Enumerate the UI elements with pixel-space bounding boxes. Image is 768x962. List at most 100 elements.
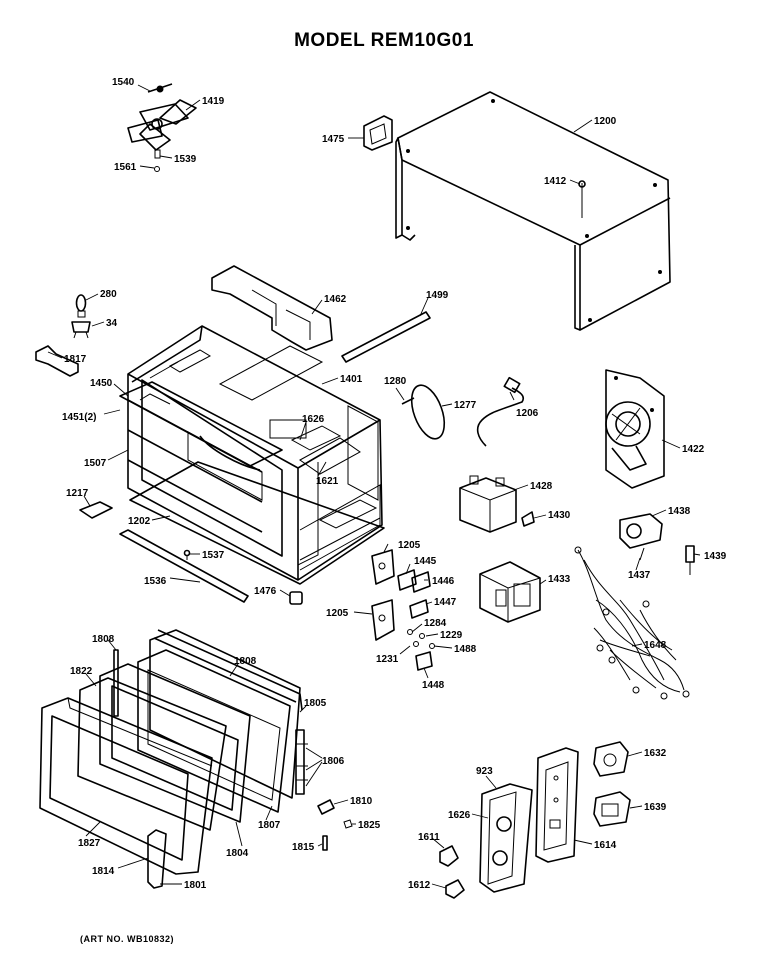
- transformer: [479, 561, 541, 623]
- callout-1611: 1611: [418, 832, 440, 843]
- timer-1632: [593, 741, 629, 777]
- callout-923: 923: [476, 766, 493, 777]
- callout-1814: 1814: [92, 866, 115, 877]
- diagram-title: MODEL REM10G01: [294, 30, 474, 51]
- knob-1611: [439, 845, 459, 867]
- door-hinge-strip: [113, 649, 119, 717]
- callout-1626b: 1626: [448, 810, 471, 821]
- air-duct: [211, 265, 333, 351]
- outer-case: [395, 91, 671, 331]
- interlock-switch-upper: [371, 549, 395, 585]
- callout-1801: 1801: [184, 880, 207, 891]
- callout-34: 34: [106, 318, 118, 329]
- callout-1537: 1537: [202, 550, 225, 561]
- callout-1476: 1476: [254, 586, 277, 597]
- callout-1817: 1817: [64, 354, 87, 365]
- callout-1430: 1430: [548, 510, 571, 521]
- callout-1401: 1401: [340, 374, 363, 385]
- knob-1612: [445, 879, 465, 899]
- hinge-bracket: [363, 115, 393, 151]
- fan-blade-assembly: [127, 83, 197, 172]
- callout-1200: 1200: [594, 116, 617, 127]
- callout-1621: 1621: [316, 476, 339, 487]
- callout-1284: 1284: [424, 618, 447, 629]
- callout-1280: 1280: [384, 376, 407, 387]
- callout-1488: 1488: [454, 644, 477, 655]
- door-panel: [137, 649, 291, 813]
- oven-cavity: [127, 325, 383, 581]
- callout-1475: 1475: [322, 134, 345, 145]
- lamp-bracket: [35, 345, 79, 377]
- callout-1805: 1805: [304, 698, 327, 709]
- callout-1806: 1806: [322, 756, 345, 767]
- callout-1277: 1277: [454, 400, 477, 411]
- high-voltage-capacitor: [459, 475, 517, 533]
- waveguide-cover: [401, 384, 446, 440]
- callout-1539: 1539: [174, 154, 197, 165]
- door-seal: [149, 629, 301, 799]
- callout-1561: 1561: [114, 162, 137, 173]
- callout-1433: 1433: [548, 574, 571, 585]
- callout-1648: 1648: [644, 640, 667, 651]
- callout-1499: 1499: [426, 290, 449, 301]
- callout-1804: 1804: [226, 848, 249, 859]
- callout-1626a: 1626: [302, 414, 325, 425]
- callout-1807: 1807: [258, 820, 281, 831]
- callout-1202: 1202: [128, 516, 151, 527]
- callout-1822: 1822: [70, 666, 93, 677]
- fuse: [685, 545, 695, 575]
- blower-assembly: [605, 369, 665, 489]
- door-gasket: [153, 629, 303, 711]
- small-parts-1284: [407, 629, 435, 649]
- callout-1540: 1540: [112, 77, 135, 88]
- wire-harness: [574, 546, 690, 700]
- capacitor-clamp: [521, 511, 535, 527]
- callout-1639: 1639: [644, 802, 667, 813]
- callout-1536: 1536: [144, 576, 167, 587]
- callout-1448: 1448: [422, 680, 445, 691]
- door-outer-frame: [39, 697, 213, 875]
- door-handle: [147, 829, 167, 889]
- callout-1827: 1827: [78, 838, 101, 849]
- switch-1447: [409, 599, 429, 619]
- control-board: [535, 747, 579, 863]
- callout-1446: 1446: [432, 576, 455, 587]
- latch-lever: [317, 799, 335, 815]
- door-choke: [99, 663, 251, 823]
- base-plate: [129, 461, 385, 585]
- callout-1428: 1428: [530, 481, 553, 492]
- interlock-switch-lower: [371, 599, 395, 641]
- switch-1448: [415, 651, 433, 671]
- switch-1445: [397, 569, 417, 591]
- callout-1451: 1451(2): [62, 412, 96, 423]
- spring: [343, 819, 353, 829]
- callout-1614: 1614: [594, 840, 617, 851]
- power-cord: [476, 376, 525, 447]
- callout-1810: 1810: [350, 796, 373, 807]
- callout-1815: 1815: [292, 842, 315, 853]
- front-trim-strip: [119, 529, 249, 603]
- callout-1229: 1229: [440, 630, 463, 641]
- screw-1815: [322, 835, 328, 851]
- callout-1206: 1206: [516, 408, 539, 419]
- callout-1632: 1632: [644, 748, 667, 759]
- glass-tray: [119, 381, 283, 467]
- callout-1205a: 1205: [398, 540, 421, 551]
- hinge-pin-bracket: [79, 501, 113, 519]
- thermal-cutout: [619, 513, 663, 561]
- door-latches: [295, 729, 308, 795]
- callout-280: 280: [100, 289, 117, 300]
- clip: [183, 549, 191, 560]
- switch-1639: [593, 791, 631, 827]
- callout-1422: 1422: [682, 444, 705, 455]
- callout-1439: 1439: [704, 551, 727, 562]
- callout-1205b: 1205: [326, 608, 349, 619]
- callout-labels: 1540 1419 1561 1539 1475 1200 1412 280 3…: [62, 77, 727, 891]
- control-panel-frame: [479, 783, 533, 893]
- callout-1231: 1231: [376, 654, 399, 665]
- oven-lamp: [71, 294, 91, 339]
- foot: [289, 591, 303, 605]
- callout-1612: 1612: [408, 880, 431, 891]
- callout-1808b: 1808: [234, 656, 257, 667]
